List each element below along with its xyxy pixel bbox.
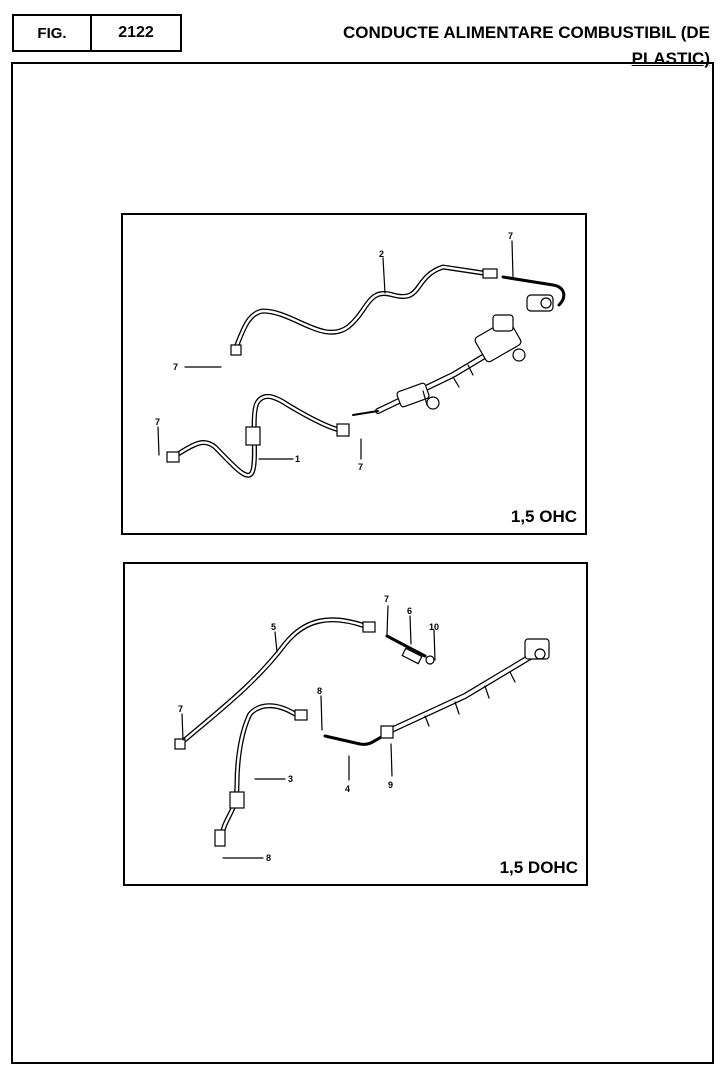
callout-7-a: 7 [508, 231, 513, 241]
callout-7-b: 7 [173, 362, 178, 372]
callout-2: 2 [379, 249, 384, 259]
callout-7-f: 7 [178, 704, 183, 714]
figure-number: 2122 [118, 24, 154, 41]
dohc-fuel-line-diagram: 5 7 6 10 7 8 3 4 9 8 [174, 594, 550, 863]
callout-8-a: 8 [317, 686, 322, 696]
figure-box: FIG. 2122 [12, 14, 182, 52]
ohc-fuel-line-diagram: 2 7 7 7 7 1 [155, 231, 566, 478]
callout-1: 1 [295, 454, 300, 464]
callout-7-e: 7 [384, 594, 389, 604]
callout-5: 5 [271, 622, 276, 632]
callout-10: 10 [429, 622, 439, 632]
callout-6: 6 [407, 606, 412, 616]
callout-8-b: 8 [266, 853, 271, 863]
title-line-1: CONDUCTE ALIMENTARE COMBUSTIBIL (DE [342, 23, 710, 42]
panel-dohc: 5 7 6 10 7 8 3 4 9 8 1,5 DOHC [123, 562, 588, 886]
callout-7-d: 7 [358, 462, 363, 472]
callout-3: 3 [288, 774, 293, 784]
figure-label: FIG. [14, 16, 92, 50]
callout-9: 9 [388, 780, 393, 790]
callout-7-c: 7 [155, 417, 160, 427]
panel-ohc: 2 7 7 7 7 1 1,5 OHC [121, 213, 587, 535]
variant-label-ohc: 1,5 OHC [510, 507, 577, 526]
callout-4: 4 [345, 784, 350, 794]
page-frame [11, 62, 714, 1064]
variant-label-dohc: 1,5 DOHC [499, 858, 578, 877]
